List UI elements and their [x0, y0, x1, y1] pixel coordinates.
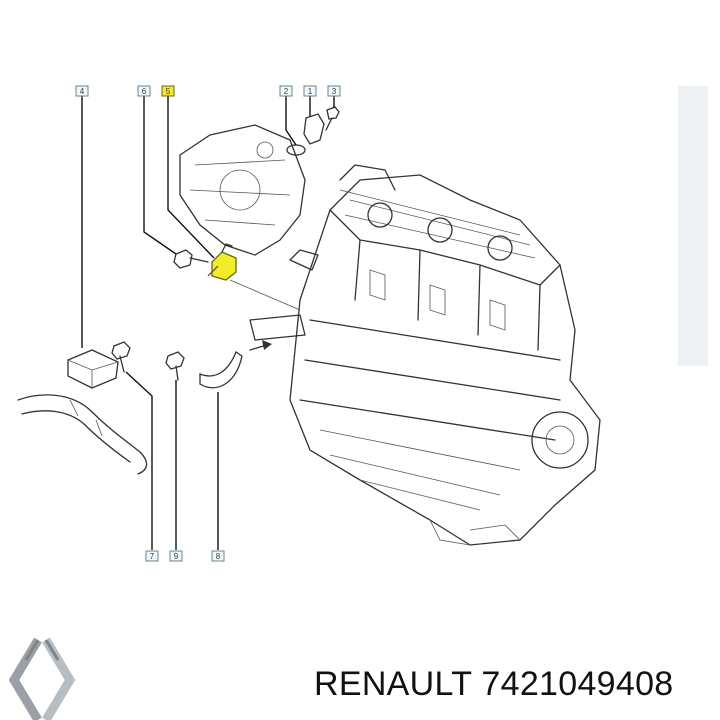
svg-text:9: 9 [174, 552, 179, 561]
callout-2: 2 [279, 85, 293, 97]
callout-4: 4 [75, 85, 89, 97]
sensor-part-5 [207, 243, 237, 281]
svg-text:3: 3 [332, 87, 337, 96]
renault-diamond-icon [8, 637, 76, 720]
leader-line-5 [167, 96, 215, 259]
callout-1: 1 [303, 85, 317, 97]
callout-5-highlighted: 5 [161, 85, 175, 97]
callout-6: 6 [137, 85, 151, 97]
leader-line-2 [285, 96, 297, 146]
svg-text:5: 5 [166, 87, 171, 96]
brand-name: RENAULT [314, 665, 472, 703]
callout-9: 9 [169, 550, 183, 562]
svg-text:2: 2 [284, 87, 289, 96]
leader-line-7 [125, 371, 153, 550]
heat-shield-part-8 [199, 340, 272, 389]
hose-drawing [17, 394, 148, 475]
svg-text:1: 1 [308, 87, 313, 96]
sensor-part-1 [303, 113, 325, 145]
bolt-part-6 [173, 249, 209, 269]
module-part-4 [67, 349, 119, 389]
callout-3: 3 [327, 85, 341, 97]
leader-line-6 [143, 96, 177, 255]
brand-part-label: RENAULT 7421049408 [314, 665, 674, 704]
engine-block-drawing [249, 164, 601, 546]
callout-7: 7 [145, 550, 159, 562]
bolt-part-9 [165, 351, 185, 381]
callout-8: 8 [211, 550, 225, 562]
timing-cover-drawing [179, 124, 306, 256]
bolt-part-3 [325, 106, 340, 131]
svg-text:4: 4 [80, 87, 85, 96]
side-panel-tab [678, 86, 708, 366]
svg-text:6: 6 [142, 87, 147, 96]
part-number: 7421049408 [481, 665, 674, 703]
svg-text:7: 7 [150, 552, 155, 561]
bolt-part-7 [111, 341, 131, 373]
svg-text:8: 8 [216, 552, 221, 561]
